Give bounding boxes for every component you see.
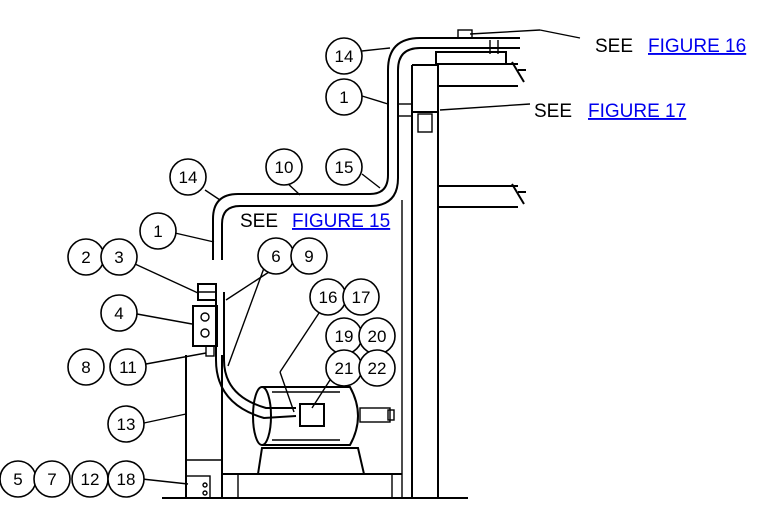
svg-text:22: 22 — [368, 359, 387, 378]
svg-text:15: 15 — [335, 158, 354, 177]
svg-text:9: 9 — [304, 247, 313, 266]
link-figure-16[interactable]: FIGURE 16 — [648, 36, 746, 57]
svg-text:13: 13 — [117, 415, 136, 434]
svg-text:7: 7 — [47, 470, 56, 489]
balloon-1-top: 1 — [325, 78, 363, 116]
balloon-20: 20 — [358, 317, 396, 355]
balloon-5: 5 — [0, 460, 37, 498]
balloon-16: 16 — [309, 278, 347, 316]
svg-text:6: 6 — [271, 247, 280, 266]
see-label-fig15: SEE — [240, 211, 278, 232]
svg-text:14: 14 — [335, 47, 354, 66]
balloon-2: 2 — [67, 238, 105, 276]
svg-text:11: 11 — [119, 358, 137, 377]
svg-text:4: 4 — [114, 304, 123, 323]
svg-text:12: 12 — [81, 470, 100, 489]
balloon-18: 18 — [107, 460, 145, 498]
balloon-19: 19 — [325, 317, 363, 355]
figure-references: SEE FIGURE 16 SEE FIGURE 17 SEE FIGURE 1… — [240, 36, 746, 232]
svg-text:20: 20 — [368, 327, 387, 346]
balloon-17: 17 — [342, 278, 380, 316]
balloon-14-left: 14 — [169, 158, 207, 196]
link-figure-17[interactable]: FIGURE 17 — [588, 101, 686, 122]
balloon-3: 3 — [100, 238, 138, 276]
see-label-fig16: SEE — [595, 36, 633, 57]
balloon-12: 12 — [71, 460, 109, 498]
svg-text:10: 10 — [275, 158, 294, 177]
svg-text:17: 17 — [352, 288, 371, 307]
svg-text:8: 8 — [81, 358, 90, 377]
duct-pipe — [212, 29, 520, 420]
balloon-22: 22 — [358, 349, 396, 387]
motor — [252, 386, 395, 475]
svg-text:14: 14 — [179, 168, 198, 187]
link-figure-15[interactable]: FIGURE 15 — [292, 211, 390, 232]
balloon-9: 9 — [290, 237, 328, 275]
svg-text:21: 21 — [335, 359, 354, 378]
balloon-10: 10 — [265, 148, 303, 186]
balloon-21: 21 — [325, 349, 363, 387]
frame-structure — [162, 51, 526, 499]
control-box — [185, 283, 218, 499]
balloon-1-left: 1 — [139, 212, 177, 250]
balloon-15: 15 — [325, 148, 363, 186]
balloon-11: 11 — [109, 348, 147, 386]
balloon-6: 6 — [257, 237, 295, 275]
balloon-13: 13 — [107, 405, 145, 443]
svg-text:1: 1 — [153, 222, 162, 241]
svg-text:3: 3 — [114, 248, 123, 267]
balloon-4: 4 — [100, 294, 138, 332]
svg-text:5: 5 — [13, 470, 22, 489]
balloon-8: 8 — [67, 348, 105, 386]
see-label-fig17: SEE — [534, 101, 572, 122]
svg-text:1: 1 — [339, 88, 348, 107]
svg-text:16: 16 — [319, 288, 338, 307]
svg-text:19: 19 — [335, 327, 354, 346]
leader-lines — [134, 29, 581, 485]
balloon-14-top: 14 — [325, 37, 363, 75]
balloon-7: 7 — [33, 460, 71, 498]
balloon-callouts: 14 1 14 10 15 1 2 3 6 9 4 16 17 19 20 8 … — [0, 37, 396, 498]
svg-text:2: 2 — [81, 248, 90, 267]
svg-text:18: 18 — [117, 470, 136, 489]
